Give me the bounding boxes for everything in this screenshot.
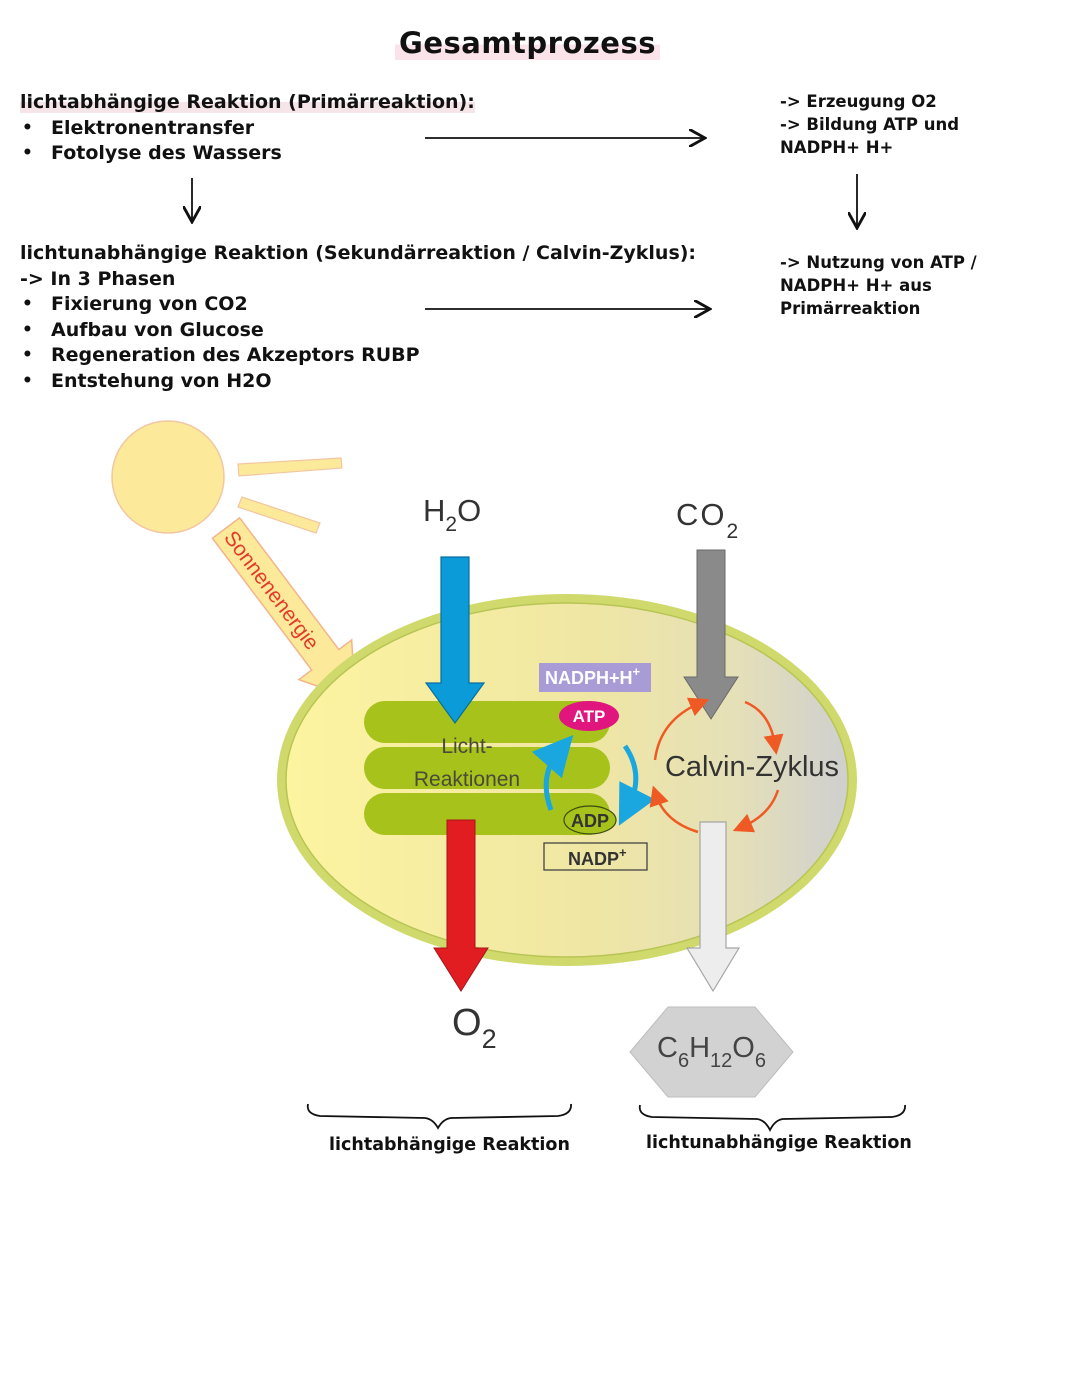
list-item: Regeneration des Akzeptors RUBP — [20, 343, 696, 369]
nadph-box — [539, 663, 651, 692]
glucose-hexagon — [629, 1006, 794, 1098]
result-line: NADPH+ H+ aus — [780, 276, 932, 295]
primary-result: -> Erzeugung O2 -> Bildung ATP und NADPH… — [780, 90, 959, 159]
secondary-heading: lichtunabhängige Reaktion (Sekundärreakt… — [20, 242, 697, 264]
o2-arrow — [433, 819, 489, 992]
sun-energy-label: Sonnenenergie — [219, 527, 323, 655]
secondary-reaction-block: lichtunabhängige Reaktion (Sekundärreakt… — [20, 241, 696, 394]
co2-label: CO2 — [676, 497, 740, 543]
list-item: Entstehung von H2O — [20, 369, 696, 395]
brace-dark-reaction — [638, 1104, 906, 1133]
result-line: -> Erzeugung O2 — [780, 92, 937, 111]
sun-ray — [237, 457, 343, 477]
phases-line: -> In 3 Phasen — [20, 267, 176, 290]
exchange-arrow-up — [531, 734, 574, 811]
water-arrow — [424, 556, 486, 725]
nadp-label: NADP+ — [568, 845, 627, 869]
nadph-label: NADPH+H+ — [545, 664, 641, 688]
atp-label: ATP — [573, 707, 606, 726]
result-line: -> Bildung ATP und — [780, 115, 960, 134]
light-reactions-label-2: Reaktionen — [414, 768, 520, 791]
adp-badge — [563, 805, 617, 835]
atp-badge — [559, 701, 619, 731]
glucose-label: C6H12O6 — [657, 1032, 766, 1072]
nadp-box — [543, 842, 648, 871]
brace-light-reaction — [306, 1103, 572, 1130]
calvin-cycle-arrow — [744, 700, 784, 755]
page-title: Gesamtprozess — [0, 26, 1055, 60]
list-item: Elektronentransfer — [20, 116, 475, 142]
o2-label: O2 — [452, 1002, 497, 1054]
result-line: -> Nutzung von ATP / — [780, 253, 977, 272]
primary-bullet-list: Elektronentransfer Fotolyse des Wassers — [20, 116, 475, 167]
calvin-cycle-arrow — [732, 789, 780, 833]
light-reactions-label-1: Licht- — [441, 735, 492, 758]
adp-label: ADP — [571, 811, 609, 831]
result-line: NADPH+ H+ — [780, 138, 894, 157]
primary-reaction-block: lichtabhängige Reaktion (Primärreaktion)… — [20, 90, 475, 167]
glucose-arrow — [685, 821, 741, 993]
result-line: Primärreaktion — [780, 299, 921, 318]
calvin-cycle-arrow — [649, 785, 699, 834]
list-item: Aufbau von Glucose — [20, 318, 696, 344]
co2-arrow — [683, 549, 739, 720]
primary-heading: lichtabhängige Reaktion (Primärreaktion)… — [20, 91, 475, 113]
thylakoid — [364, 701, 610, 743]
list-item: Fixierung von CO2 — [20, 292, 696, 318]
label-light-reaction: lichtabhängige Reaktion — [329, 1135, 570, 1155]
secondary-result: -> Nutzung von ATP / NADPH+ H+ aus Primä… — [780, 251, 977, 320]
calvin-cycle-label: Calvin-Zyklus — [665, 751, 839, 783]
list-item: Fotolyse des Wassers — [20, 141, 475, 167]
calvin-cycle-arrow — [653, 697, 710, 761]
h2o-label: H2O — [423, 493, 481, 536]
sun-icon — [111, 420, 225, 534]
exchange-arrow-down — [618, 744, 655, 826]
sun-ray — [237, 496, 321, 534]
label-dark-reaction: lichtunabhängige Reaktion — [646, 1133, 912, 1153]
secondary-bullet-list: Fixierung von CO2 Aufbau von Glucose Reg… — [20, 292, 696, 394]
